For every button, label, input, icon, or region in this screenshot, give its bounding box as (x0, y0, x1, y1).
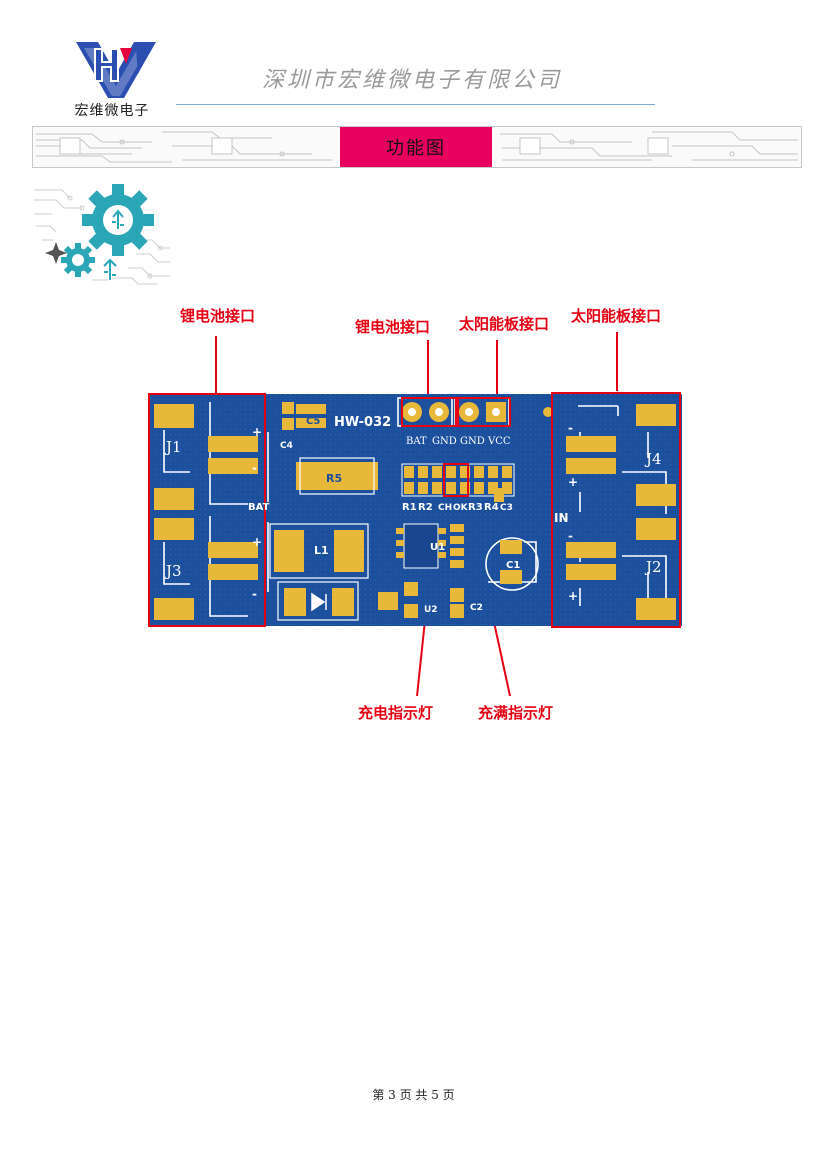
label-gnd-1: GND (432, 436, 457, 447)
label-in-side: IN (554, 511, 569, 525)
gear-decoration-icon (34, 184, 170, 285)
callout-leader-lines (215, 332, 618, 697)
label-plus-left-2: + (252, 535, 262, 549)
label-vcc: VCC (487, 436, 511, 447)
company-name: 深圳市宏维微电子有限公司 (262, 68, 563, 93)
callout-battery-top: 锂电池接口 (355, 318, 431, 336)
label-c2: C2 (470, 603, 483, 613)
label-u1: U1 (430, 542, 445, 553)
logo-text: 宏维微电子 (74, 103, 150, 119)
label-minus-right-1: - (568, 421, 573, 435)
section-title: 功能图 (340, 127, 492, 167)
label-bat: BAT (406, 436, 427, 447)
label-j3: J3 (164, 562, 182, 580)
label-minus-right-2: - (568, 529, 573, 543)
label-minus-left-2: - (252, 587, 257, 601)
page-number: 第 3 页 共 5 页 (372, 1088, 455, 1102)
pcb-board: HW-032 R5 L1 R1 R2 R3 R4 C3 CH OK C4 C5 … (148, 392, 682, 628)
label-r4: R4 (484, 502, 499, 513)
board-model: HW-032 (334, 415, 391, 430)
callout-solar-top: 太阳能板接口 (459, 315, 550, 333)
company-logo (76, 42, 156, 98)
label-ok: OK (453, 503, 469, 513)
label-l1: L1 (314, 544, 329, 557)
label-minus-left-1: - (252, 461, 257, 475)
label-u2: U2 (424, 605, 438, 615)
label-gnd-2: GND (460, 436, 485, 447)
label-c3: C3 (500, 503, 513, 513)
callout-solar-right: 太阳能板接口 (571, 307, 662, 325)
callout-battery-left: 锂电池接口 (180, 307, 256, 325)
label-j2: J2 (644, 558, 662, 576)
label-plus-left-1: + (252, 425, 262, 439)
label-j4: J4 (644, 450, 662, 468)
label-bat-side: BAT (248, 502, 270, 513)
header-divider (176, 104, 655, 105)
label-j1: J1 (164, 438, 182, 456)
label-plus-right-1: + (568, 475, 578, 489)
callout-charge-led: 充电指示灯 (358, 704, 434, 722)
label-r2: R2 (418, 502, 433, 513)
label-r1: R1 (402, 502, 417, 513)
label-c4: C4 (280, 441, 293, 451)
label-c5: C5 (306, 416, 320, 427)
label-r3: R3 (468, 502, 483, 513)
label-ch: CH (438, 503, 452, 513)
label-plus-right-2: + (568, 589, 578, 603)
label-c1: C1 (506, 560, 520, 571)
label-r5: R5 (326, 472, 342, 485)
callout-full-led: 充满指示灯 (478, 704, 554, 722)
